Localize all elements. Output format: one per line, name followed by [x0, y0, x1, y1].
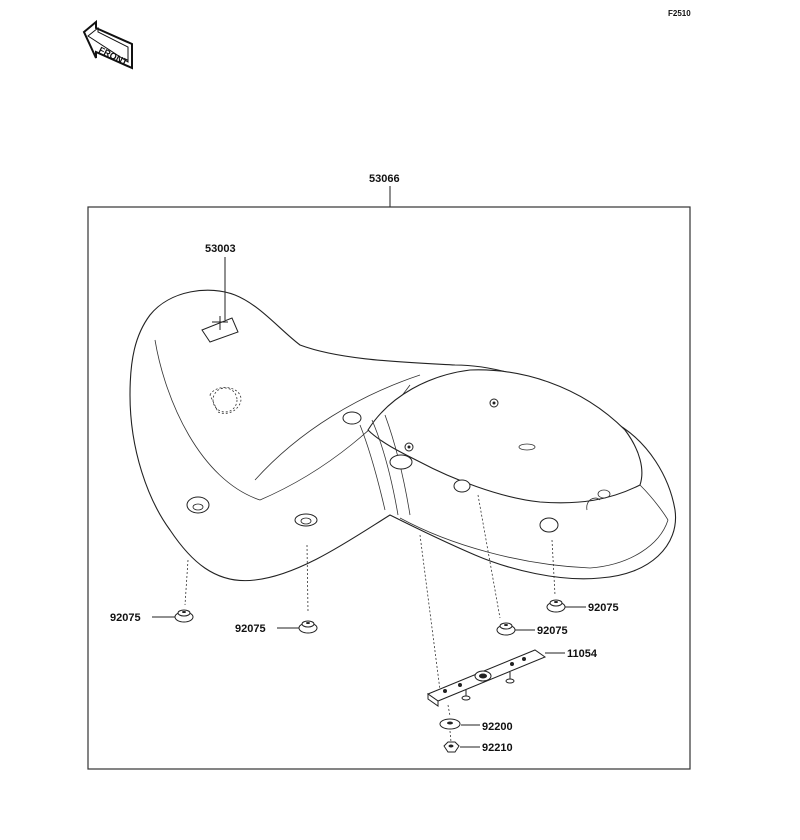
damper-rear-center — [496, 622, 516, 636]
damper-rear-right — [546, 599, 566, 613]
label-damper-rear-center: 92075 — [537, 625, 568, 637]
label-damper-rear-right: 92075 — [588, 602, 619, 614]
figure-code: F2510 — [668, 9, 691, 18]
leader-bracket-dash — [419, 534, 441, 691]
label-damper-front-center: 92075 — [235, 623, 266, 635]
mount-hole-rear-right — [539, 517, 559, 533]
mount-hole-strap — [389, 454, 413, 470]
label-bracket: 11054 — [567, 648, 598, 660]
bracket-part — [426, 649, 547, 707]
washer-part — [439, 718, 461, 730]
leader-nut-dash — [449, 730, 452, 743]
leader-damper-fl-dash — [184, 559, 189, 606]
leader-damper-rr-dash — [551, 539, 556, 596]
assembly-frame — [87, 206, 691, 770]
leader-washer-dash — [447, 704, 451, 717]
fastener-symbol-top — [489, 398, 499, 408]
fastener-symbol-mid — [404, 442, 414, 452]
emblem-icon — [201, 316, 239, 343]
mount-hole-front-left — [186, 496, 210, 514]
mount-hole-rear-center — [453, 479, 471, 493]
leader-damper-fc-dash — [306, 544, 309, 613]
label-washer: 92200 — [482, 721, 513, 733]
damper-front-left — [174, 609, 194, 623]
mount-hole-front-center — [294, 513, 318, 527]
label-damper-front-left: 92075 — [110, 612, 141, 624]
front-arrow-icon: FRONT — [82, 19, 133, 70]
damper-front-center — [298, 620, 318, 634]
mount-hole-upper — [342, 411, 362, 425]
leader-damper-rc-dash — [477, 494, 501, 619]
nut-part — [443, 741, 460, 753]
seat-body — [129, 289, 677, 582]
assembly-label: 53066 — [369, 173, 400, 185]
label-nut: 92210 — [482, 742, 513, 754]
label-emblem: 53003 — [205, 243, 236, 255]
